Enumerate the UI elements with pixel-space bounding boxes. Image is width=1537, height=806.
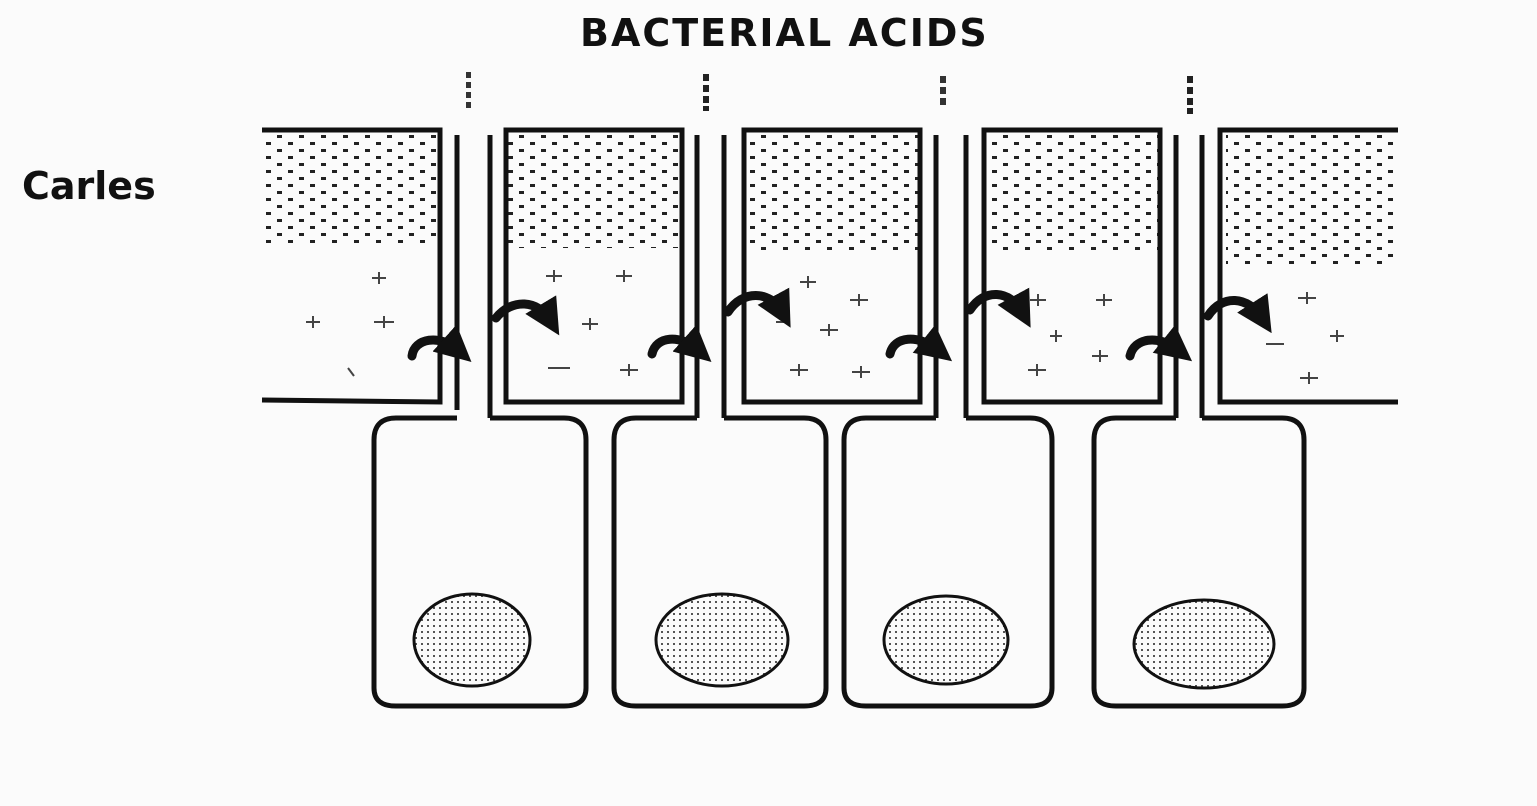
dentin-block (262, 130, 457, 410)
dentin-block (490, 130, 697, 418)
dentin-blocks (262, 130, 1398, 418)
cell-nucleus (414, 594, 530, 686)
odontoblast-cells (374, 418, 1304, 706)
curved-arrow (1130, 340, 1178, 356)
dentin-block (966, 130, 1176, 418)
cell-nucleus (1134, 600, 1274, 688)
tick-mark (703, 74, 709, 111)
curved-arrow (1208, 300, 1262, 318)
top-tick-marks (466, 72, 1193, 114)
odontoblast-cell (844, 418, 1052, 706)
cell-nucleus (884, 596, 1008, 684)
curved-arrow (970, 294, 1022, 312)
curved-arrow (890, 339, 938, 354)
dentin-block (724, 130, 936, 418)
acid-ion-marks (306, 270, 1344, 384)
curved-arrow (652, 339, 698, 354)
dentin-block (1202, 130, 1398, 418)
curved-arrow (728, 296, 782, 313)
acid-flow-arrows (412, 294, 1262, 356)
odontoblast-cell (614, 418, 826, 706)
odontoblast-cell (374, 418, 586, 706)
cell-nucleus (656, 594, 788, 686)
tick-mark (1187, 76, 1193, 114)
tick-mark (940, 76, 946, 105)
tick-mark (466, 72, 471, 108)
odontoblast-cell (1094, 418, 1304, 706)
curved-arrow (412, 340, 458, 356)
